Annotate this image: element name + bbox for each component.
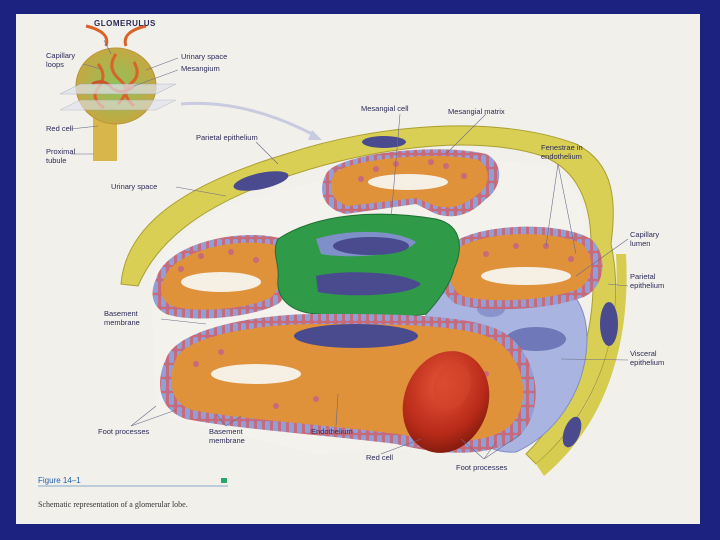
label-parietal-epithelium-top: Parietal epithelium (196, 133, 258, 142)
figure-caption-block: Figure 14–1 Schematic representation of … (38, 476, 228, 509)
label-capillary-lumen-line1: Capillary (630, 230, 659, 239)
capillary-top (322, 149, 500, 217)
label-mesangial-matrix: Mesangial matrix (448, 107, 505, 116)
label-fenestrae-line2: endothelium (541, 152, 582, 161)
label-fenestrae: Fenestrae in endothelium (541, 143, 585, 161)
label-parietal-epithelium-right-line1: Parietal (630, 272, 656, 281)
label-visceral-epithelium: Visceral epithelium (630, 349, 664, 367)
label-urinary-space: Urinary space (111, 182, 157, 191)
label-capillary-lumen-line2: lumen (630, 239, 650, 248)
label-foot-processes-left: Foot processes (98, 427, 150, 436)
mesangium-shape (274, 213, 460, 319)
label-proximal-tubule-line2: tubule (46, 156, 66, 165)
label-basement-membrane-bottom-line2: membrane (209, 436, 245, 445)
glomerulus-inset (59, 24, 322, 161)
capillary-right (440, 226, 603, 310)
label-foot-processes-right: Foot processes (456, 463, 508, 472)
label-parietal-epithelium-right-line2: epithelium (630, 281, 664, 290)
label-proximal-tubule-line1: Proximal (46, 147, 76, 156)
label-capillary-loops-line2: loops (46, 60, 64, 69)
figure-caption: Schematic representation of a glomerular… (38, 500, 188, 509)
label-mesangial-cell: Mesangial cell (361, 104, 409, 113)
label-red-cell-top: Red cell (46, 124, 73, 133)
label-glomerulus: GLOMERULUS (94, 19, 156, 28)
capillary-left (152, 234, 294, 319)
label-capillary-loops-line1: Capillary (46, 51, 75, 60)
label-basement-membrane-left-line1: Basement (104, 309, 139, 318)
label-mesangium: Mesangium (181, 64, 220, 73)
main-lobe (120, 125, 627, 476)
label-basement-membrane-left-line2: membrane (104, 318, 140, 327)
leader-lines (70, 39, 629, 460)
label-basement-membrane-bottom: Basement membrane (209, 427, 245, 445)
textbook-page: GLOMERULUS Capillary loops Urinary space… (16, 14, 700, 524)
label-basement-membrane-left: Basement membrane (104, 309, 140, 327)
label-endothelium: Endothelium (311, 427, 353, 436)
label-capillary-lumen: Capillary lumen (630, 230, 661, 248)
label-basement-membrane-bottom-line1: Basement (209, 427, 244, 436)
label-capillary-loops: Capillary loops (46, 51, 77, 69)
label-parietal-epithelium-right: Parietal epithelium (630, 272, 664, 290)
label-visceral-epithelium-line1: Visceral (630, 349, 657, 358)
glomerular-lobe-diagram: GLOMERULUS Capillary loops Urinary space… (38, 19, 664, 509)
figure-number: Figure 14–1 (38, 476, 81, 485)
label-red-cell: Red cell (366, 453, 393, 462)
label-urinary-space-top: Urinary space (181, 52, 227, 61)
label-visceral-epithelium-line2: epithelium (630, 358, 664, 367)
label-fenestrae-line1: Fenestrae in (541, 143, 583, 152)
labels: GLOMERULUS Capillary loops Urinary space… (46, 19, 664, 472)
label-proximal-tubule: Proximal tubule (46, 147, 77, 165)
